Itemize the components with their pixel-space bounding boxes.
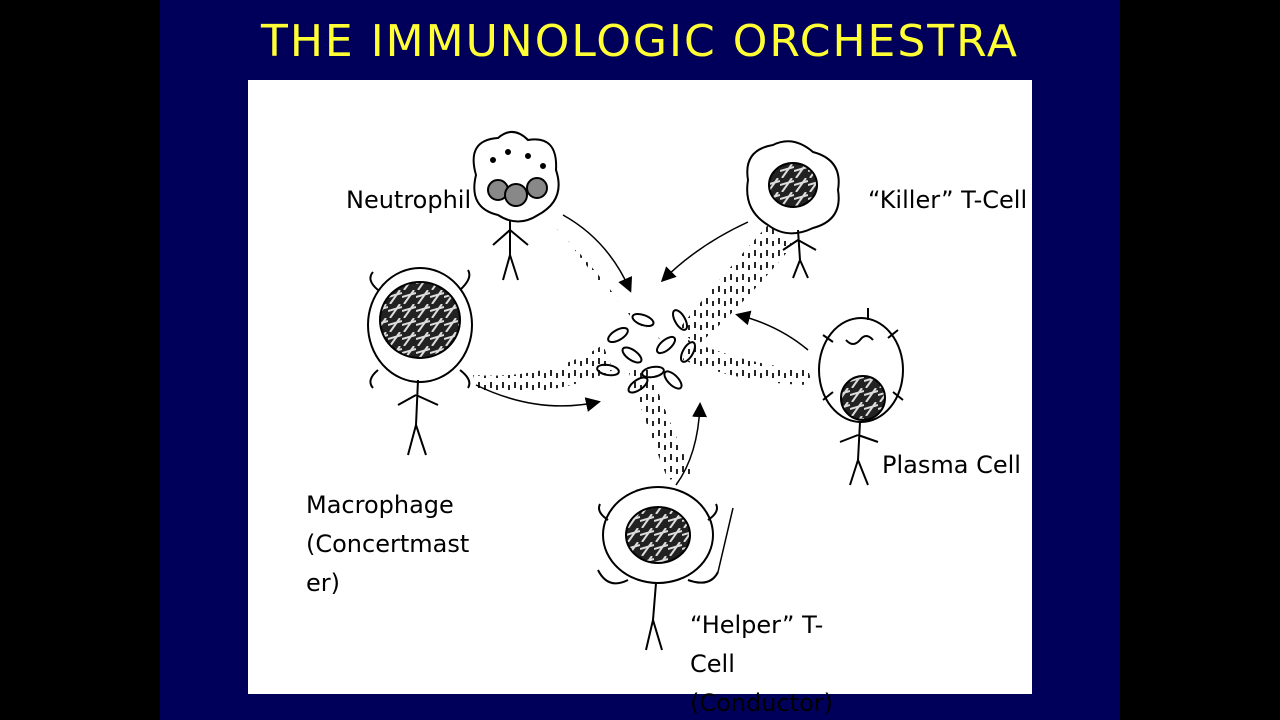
music-streams — [473, 220, 813, 480]
plasma-cell-figure — [818, 308, 904, 486]
label-plasma-cell: Plasma Cell — [882, 451, 1021, 479]
killer-t-cell-figure — [746, 140, 840, 279]
illustration-panel: Neutrophil “Killer” T-Cell Macrophage (C… — [248, 80, 1032, 694]
label-helper-t-cell-line-2: Cell — [690, 650, 735, 678]
slide: THE IMMUNOLOGIC ORCHESTRA — [160, 0, 1120, 720]
slide-title: THE IMMUNOLOGIC ORCHESTRA — [260, 16, 1020, 67]
bacteria-cluster — [596, 309, 696, 394]
label-killer-t-cell: “Killer” T-Cell — [868, 186, 1028, 214]
macrophage-figure — [367, 267, 473, 456]
label-macrophage-line-3: er) — [306, 569, 340, 597]
label-macrophage-line-1: Macrophage — [306, 491, 454, 519]
label-macrophage-line-2: (Concertmast — [306, 530, 470, 558]
helper-t-cell-figure — [597, 486, 734, 651]
label-neutrophil: Neutrophil — [346, 186, 472, 214]
arrows — [475, 214, 809, 486]
orchestra-illustration — [367, 131, 904, 651]
label-helper-t-cell-line-1: “Helper” T- — [690, 611, 824, 639]
label-helper-t-cell-line-3: (Conductor) — [690, 689, 833, 717]
neutrophil-figure — [472, 131, 560, 281]
